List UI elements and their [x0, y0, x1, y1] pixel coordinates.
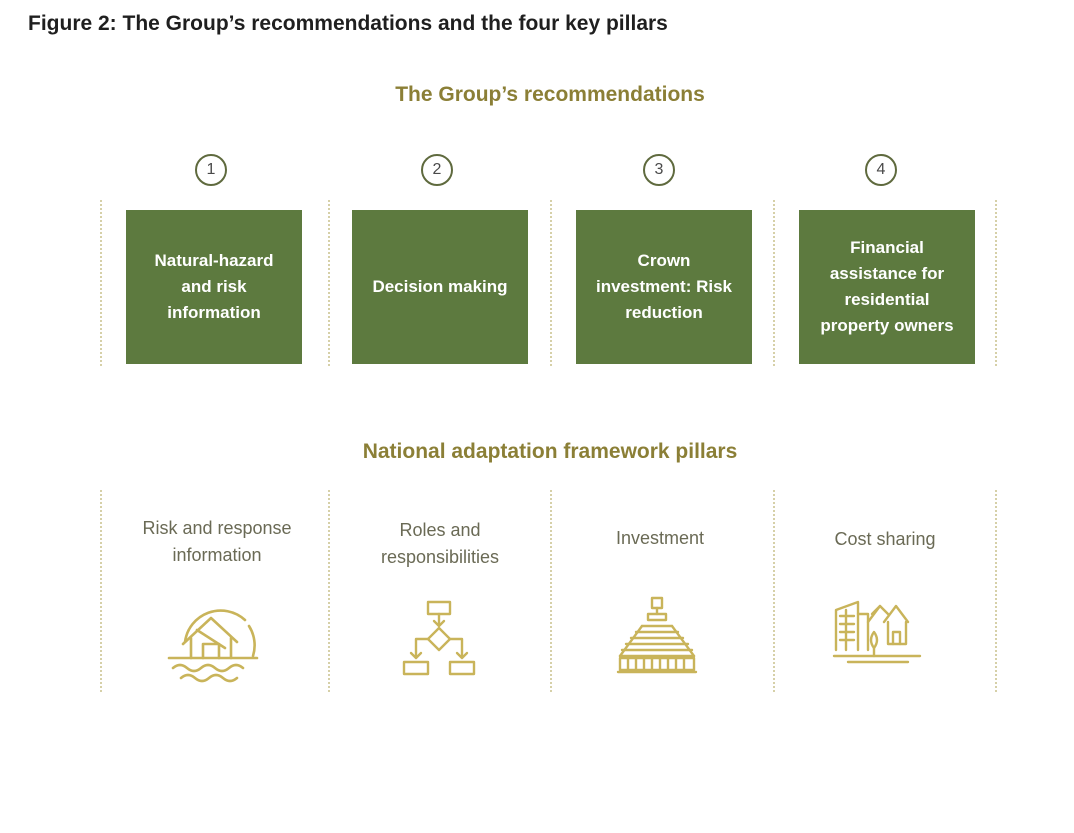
recommendations-heading: The Group’s recommendations	[395, 83, 705, 106]
divider	[550, 490, 552, 692]
recommendation-label: Financial assistance for residential pro…	[820, 238, 954, 335]
divider	[328, 490, 330, 692]
recommendation-label: Crown investment: Risk reduction	[595, 251, 733, 322]
divider	[100, 490, 102, 692]
divider	[773, 200, 775, 366]
recommendation-box-3: Crown investment: Risk reduction	[576, 210, 752, 364]
divider	[773, 490, 775, 692]
flooded-house-icon	[163, 596, 263, 688]
buildings-house-icon	[828, 592, 928, 684]
divider	[328, 200, 330, 366]
pillar-label-1: Risk and response information	[142, 518, 292, 565]
pillar-label-4: Cost sharing	[834, 529, 936, 549]
pillars-heading: National adaptation framework pillars	[362, 440, 738, 463]
recommendation-box-2: Decision making	[352, 210, 528, 364]
recommendation-number-1: 1	[195, 154, 227, 186]
recommendation-number-2: 2	[421, 154, 453, 186]
recommendation-box-1: Natural-hazard and risk information	[126, 210, 302, 364]
pillar-label-3: Investment	[615, 528, 705, 548]
recommendation-label: Natural-hazard and risk information	[154, 251, 274, 322]
flowchart-icon	[390, 596, 490, 688]
parliament-dome-icon	[606, 596, 706, 688]
pillar-label-2: Roles and responsibilities	[380, 520, 500, 567]
recommendation-box-4: Financial assistance for residential pro…	[799, 210, 975, 364]
divider	[995, 490, 997, 692]
recommendation-number-3: 3	[643, 154, 675, 186]
divider	[550, 200, 552, 366]
recommendation-number-4: 4	[865, 154, 897, 186]
recommendation-label: Decision making	[372, 277, 508, 296]
figure-title: Figure 2: The Group’s recommendations an…	[28, 12, 668, 35]
divider	[995, 200, 997, 366]
divider	[100, 200, 102, 366]
